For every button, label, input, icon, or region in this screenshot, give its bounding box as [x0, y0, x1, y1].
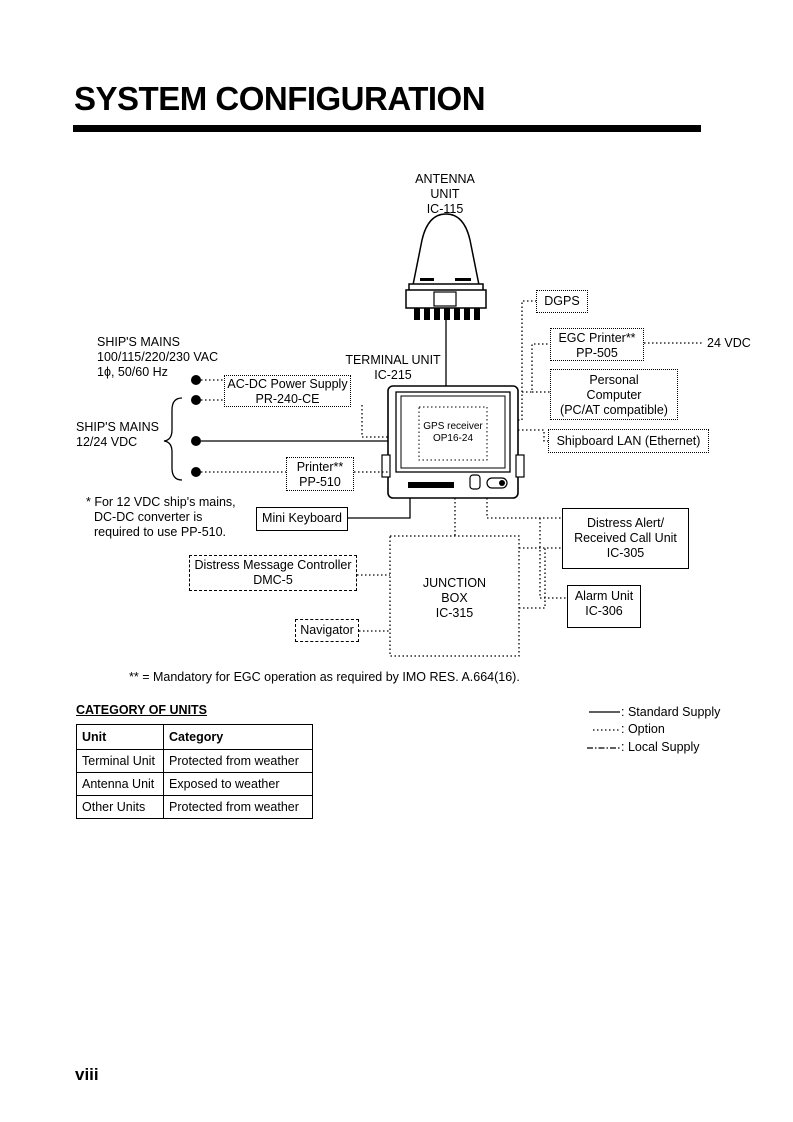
title-rule: [73, 125, 701, 132]
terminal-unit-label: TERMINAL UNIT IC-215: [345, 353, 441, 382]
gps-receiver-label: GPS receiver OP16-24: [423, 421, 483, 444]
legend-local-supply: : Local Supply: [621, 740, 700, 754]
ac-dc-power-supply-box: AC-DC Power Supply PR-240-CE: [224, 375, 351, 407]
table-cell: Exposed to weather: [163, 772, 313, 796]
page-number: viii: [75, 1065, 99, 1084]
table-cell: Protected from weather: [163, 795, 313, 819]
antenna-label: ANTENNA UNIT IC-115: [415, 172, 475, 216]
junction-box-label: JUNCTION BOX IC-315: [422, 576, 487, 620]
dgps-box: DGPS: [536, 290, 588, 313]
terminal-unit-drawing: [381, 385, 525, 499]
column-header: Unit: [76, 724, 164, 750]
printer-pp510-box: Printer** PP-510: [286, 457, 354, 491]
distress-alert-unit-box: Distress Alert/ Received Call Unit IC-30…: [562, 508, 689, 569]
alarm-unit-box: Alarm Unit IC-306: [567, 585, 641, 628]
egc-printer-box: EGC Printer** PP-505: [550, 328, 644, 361]
column-header: Category: [163, 724, 313, 750]
legend-option: : Option: [621, 722, 665, 736]
legend-standard-supply: : Standard Supply: [621, 705, 721, 719]
table-cell: Other Units: [76, 795, 164, 819]
note-12vdc: * For 12 VDC ship's mains, DC-DC convert…: [86, 495, 236, 539]
table-header-row: Unit Category: [76, 724, 313, 750]
table-row: Terminal Unit Protected from weather: [76, 749, 313, 773]
table-cell: Terminal Unit: [76, 749, 164, 773]
ships-mains-ac-label: SHIP'S MAINS 100/115/220/230 VAC 1ϕ, 50/…: [97, 335, 219, 379]
table-row: Antenna Unit Exposed to weather: [76, 772, 313, 796]
mini-keyboard-box: Mini Keyboard: [256, 507, 348, 531]
personal-computer-box: Personal Computer (PC/AT compatible): [550, 369, 678, 420]
navigator-box: Navigator: [295, 619, 359, 642]
table-cell: Antenna Unit: [76, 772, 164, 796]
table-row: Other Units Protected from weather: [76, 795, 313, 819]
page-title: SYSTEM CONFIGURATION: [74, 80, 486, 117]
category-table: Unit Category Terminal Unit Protected fr…: [76, 724, 313, 819]
vdc24-label: 24 VDC: [707, 336, 751, 350]
table-cell: Protected from weather: [163, 749, 313, 773]
category-heading: CATEGORY OF UNITS: [76, 703, 208, 717]
distress-message-controller-box: Distress Message Controller DMC-5: [189, 555, 357, 591]
shipboard-lan-box: Shipboard LAN (Ethernet): [548, 429, 709, 453]
antenna-unit-drawing: [405, 213, 487, 320]
mandatory-note: ** = Mandatory for EGC operation as requ…: [129, 670, 520, 684]
ships-mains-dc-label: SHIP'S MAINS 12/24 VDC: [76, 420, 159, 449]
